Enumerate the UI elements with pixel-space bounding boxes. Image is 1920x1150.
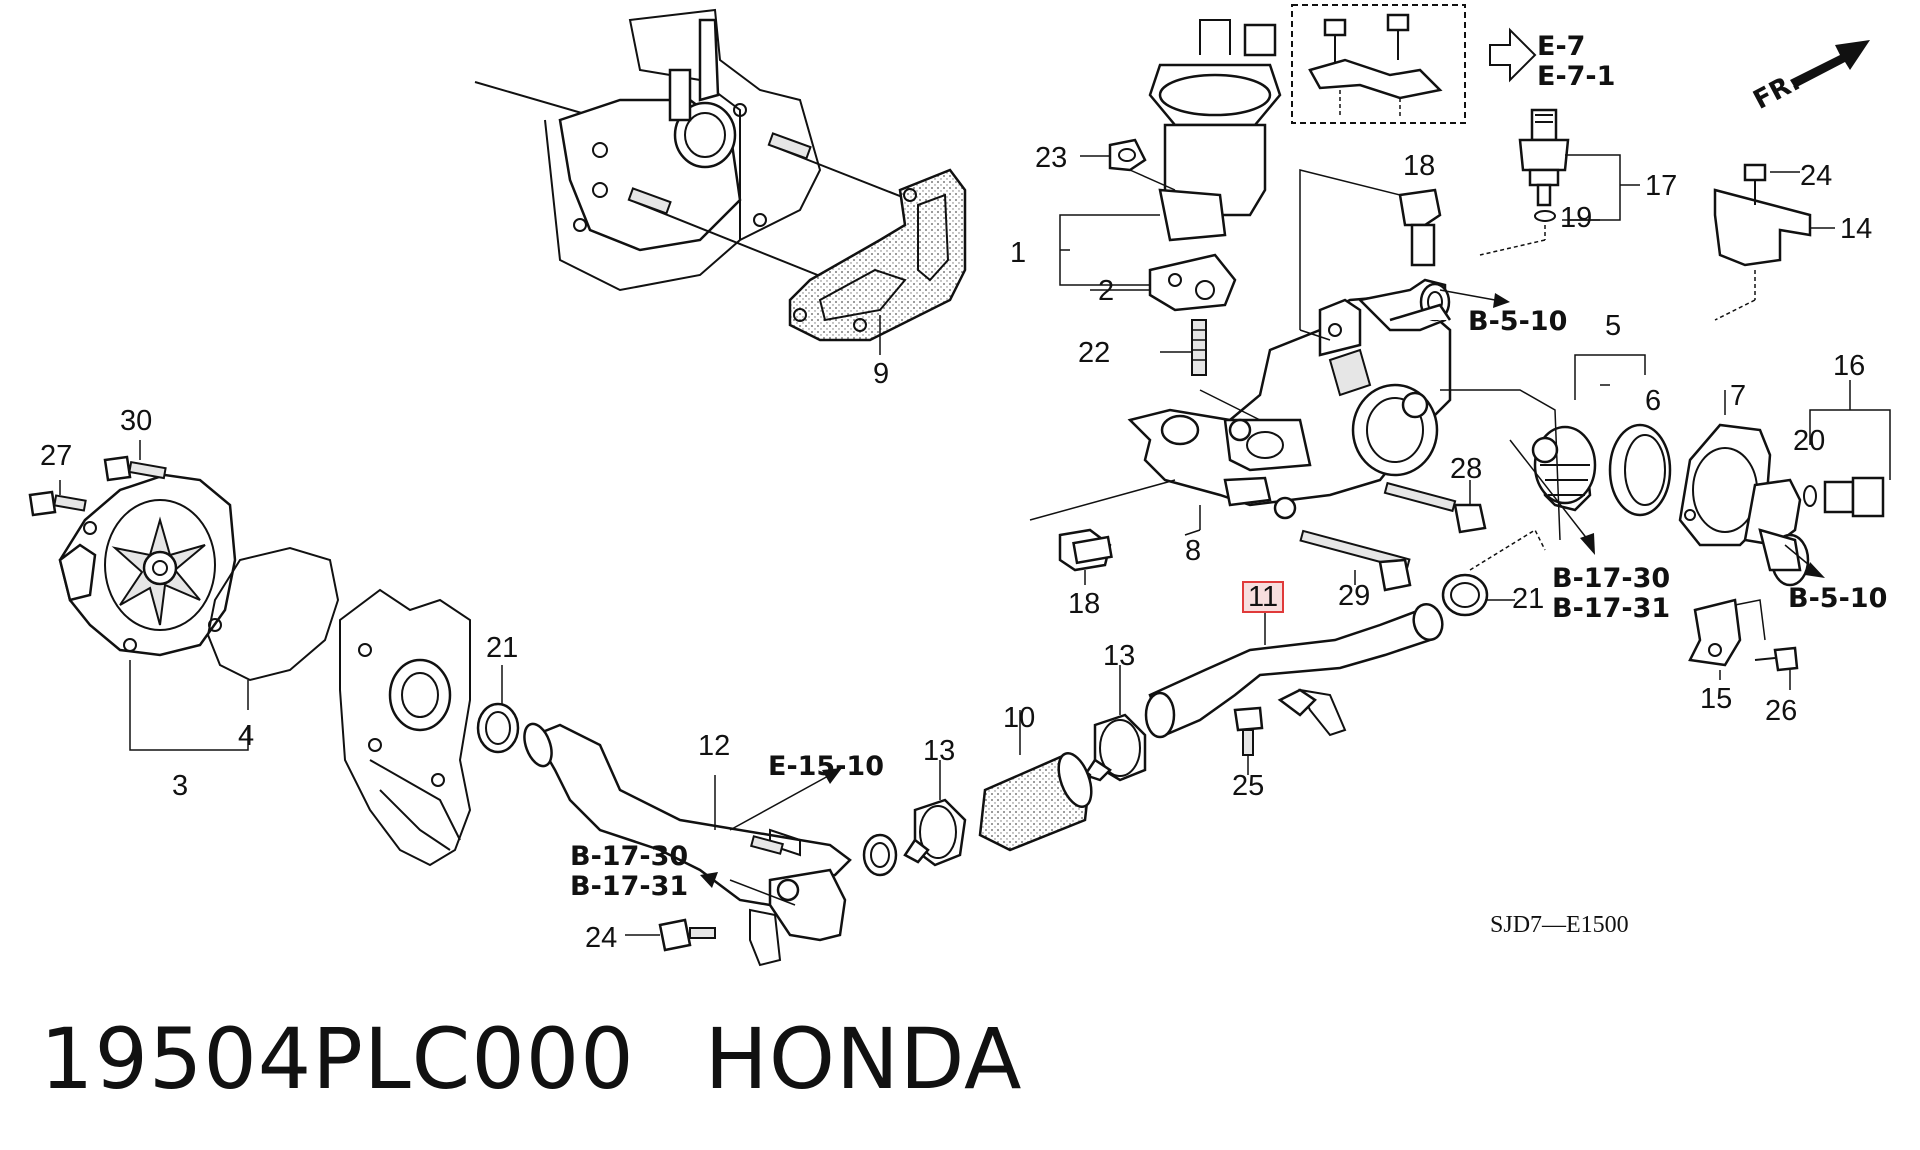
temperature-sensor-17	[1479, 108, 1640, 256]
water-pipe-11	[1144, 600, 1444, 739]
callout-21-left[interactable]: 21	[486, 632, 518, 664]
ref-b-5-10-right[interactable]: B-5-10	[1788, 583, 1887, 614]
ref-b-17-30-left[interactable]: B-17-30	[570, 841, 688, 872]
callout-14[interactable]: 14	[1840, 213, 1872, 245]
callout-7[interactable]: 7	[1730, 380, 1746, 412]
section-references: E-7 E-7-1 B-5-10 B-17-30 B-17-31 B-5-10 …	[570, 31, 1887, 902]
bolt-29	[1299, 529, 1412, 592]
callout-21-right[interactable]: 21	[1512, 583, 1544, 615]
egr-valve-drawing	[1148, 19, 1282, 312]
bolt-24-bottom	[625, 918, 716, 952]
bolt-28	[1383, 480, 1487, 534]
callout-15[interactable]: 15	[1700, 683, 1732, 715]
ref-e-7[interactable]: E-7	[1537, 31, 1585, 62]
bolt-30	[103, 440, 167, 482]
ref-e-15-10[interactable]: E-15-10	[768, 751, 884, 782]
nut-23	[1080, 138, 1176, 191]
brand-name: HONDA	[704, 1010, 1023, 1108]
callout-26[interactable]: 26	[1765, 695, 1797, 727]
callout-labels: 1 2 3 4 5 6 7 8 9 10 11 12 13 13 14 15 1…	[40, 142, 1872, 954]
reference-arrows	[700, 289, 1825, 906]
ref-e-7-1[interactable]: E-7-1	[1537, 61, 1615, 92]
inset-box	[1291, 4, 1466, 124]
callout-10[interactable]: 10	[1003, 702, 1035, 734]
ref-b-5-10-top[interactable]: B-5-10	[1468, 306, 1567, 337]
callout-18-top[interactable]: 18	[1403, 150, 1435, 182]
connector-18-bottom	[1029, 479, 1176, 585]
callout-30[interactable]: 30	[120, 405, 152, 437]
bolt-27	[28, 480, 87, 517]
bolt-25	[1233, 706, 1264, 775]
o-ring-21-right	[1441, 528, 1546, 617]
bracket-14	[1713, 163, 1835, 321]
callout-9[interactable]: 9	[873, 358, 889, 390]
water-outlet-7	[1678, 390, 1810, 587]
callout-8[interactable]: 8	[1185, 535, 1201, 567]
ref-b-17-31-left[interactable]: B-17-31	[570, 871, 688, 902]
ref-arrow-outline	[1489, 27, 1537, 83]
callout-25[interactable]: 25	[1232, 770, 1264, 802]
part-number: 19504PLC000	[40, 1010, 635, 1108]
callout-2[interactable]: 2	[1098, 275, 1114, 307]
connector-18-top	[1299, 169, 1442, 330]
clamp-13-left	[903, 760, 967, 867]
diagram-code: SJD7—E1500	[1490, 912, 1629, 938]
callout-28[interactable]: 28	[1450, 453, 1482, 485]
callout-12[interactable]: 12	[698, 730, 730, 762]
hose-10	[978, 710, 1093, 852]
water-pump-3	[58, 473, 249, 751]
callout-4[interactable]: 4	[238, 720, 254, 752]
callout-22[interactable]: 22	[1078, 337, 1110, 369]
front-arrow	[1790, 40, 1870, 88]
callout-3[interactable]: 3	[172, 770, 188, 802]
callout-16[interactable]: 16	[1833, 350, 1865, 382]
callout-24-bottom[interactable]: 24	[585, 922, 617, 954]
callout-19[interactable]: 19	[1560, 202, 1592, 234]
cylinder-head-drawing	[474, 8, 911, 301]
callout-11[interactable]: 11	[1248, 581, 1278, 613]
callout-27[interactable]: 27	[40, 440, 72, 472]
sensor-16	[1803, 380, 1891, 518]
callout-5[interactable]: 5	[1605, 310, 1621, 342]
highlight-box-11	[1242, 581, 1284, 613]
engine-block-drawing	[339, 588, 472, 867]
clamp-13-right	[1083, 665, 1147, 782]
seal-6	[1608, 423, 1672, 517]
callout-13-left[interactable]: 13	[923, 735, 955, 767]
callout-24-top[interactable]: 24	[1800, 160, 1832, 192]
callout-6[interactable]: 6	[1645, 385, 1661, 417]
footer-title: 19504PLC000 HONDA	[40, 1010, 1022, 1108]
water-pipe-12	[523, 722, 898, 967]
gasket-4	[206, 546, 340, 710]
leader-lines	[1059, 214, 1610, 541]
callout-1[interactable]: 1	[1010, 237, 1026, 269]
callout-13-right[interactable]: 13	[1103, 640, 1135, 672]
callout-20[interactable]: 20	[1793, 425, 1825, 457]
stud-22	[1160, 319, 1261, 421]
front-indicator-label: FR.	[1749, 67, 1806, 116]
ref-b-17-31-right[interactable]: B-17-31	[1552, 593, 1670, 624]
water-outlet-housing-8	[1127, 278, 1452, 536]
thermostat-5	[1531, 354, 1646, 512]
o-ring-21-left	[476, 665, 520, 754]
ref-b-17-30-right[interactable]: B-17-30	[1552, 563, 1670, 594]
callout-29[interactable]: 29	[1338, 580, 1370, 612]
callout-23[interactable]: 23	[1035, 142, 1067, 174]
bracket-15	[1688, 598, 1799, 690]
callout-18-bottom[interactable]: 18	[1068, 588, 1100, 620]
callout-17[interactable]: 17	[1645, 170, 1677, 202]
gasket-9	[788, 168, 967, 355]
